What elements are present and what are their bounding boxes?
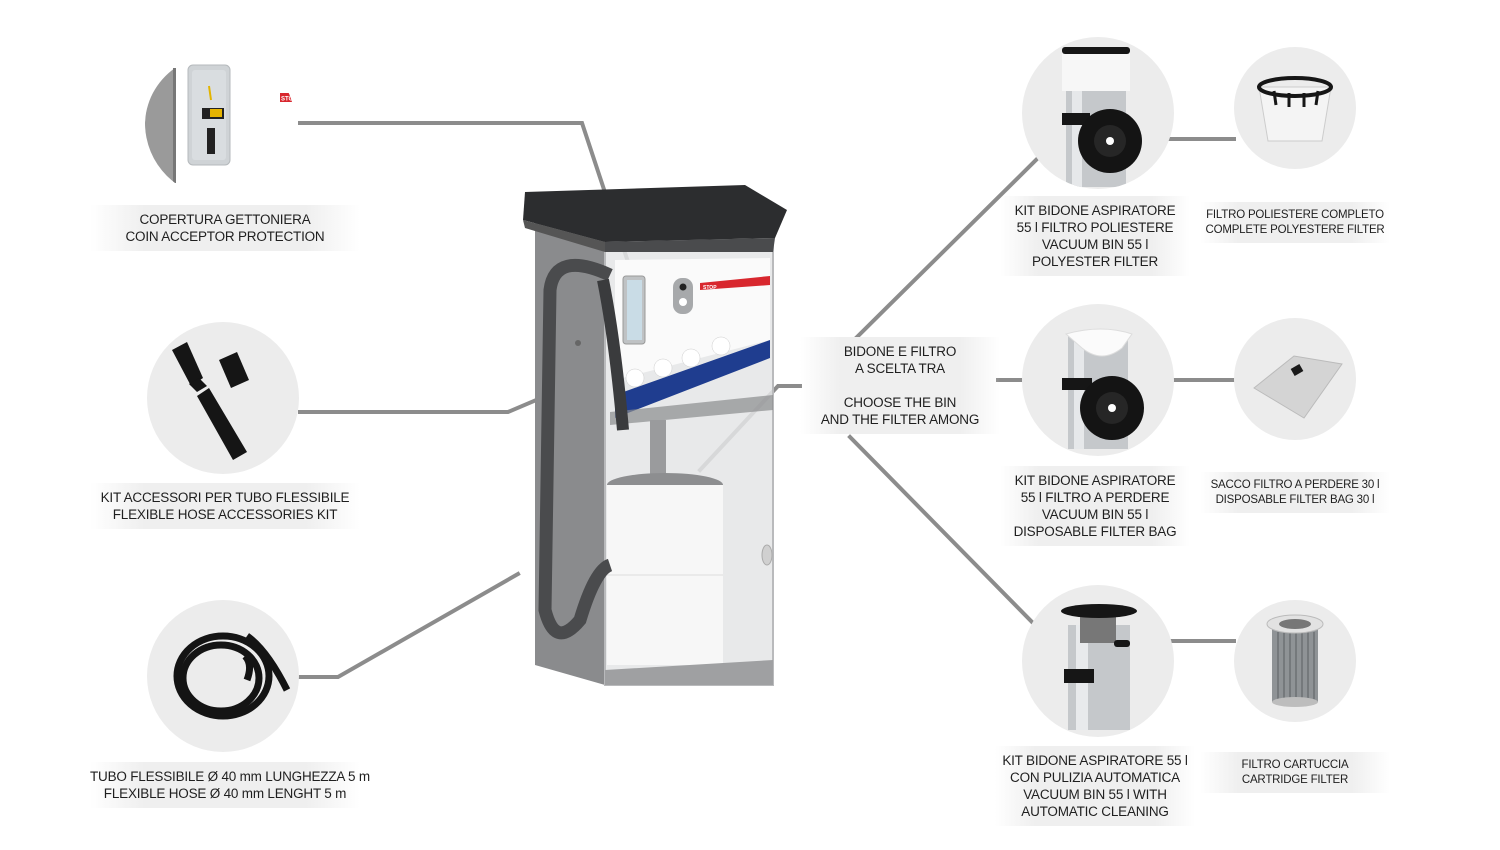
choice-line-en-2: AND THE FILTER AMONG — [820, 412, 980, 427]
choice-label: BIDONE E FILTRO A SCELTA TRA CHOOSE THE … — [800, 337, 1000, 434]
cartridge-filter-icon — [1266, 614, 1324, 707]
disposable-bag-image — [1234, 318, 1356, 440]
vacuum-bin-icon — [1062, 47, 1142, 187]
svg-text:STO: STO — [281, 97, 294, 103]
nozzle-accessories-icon — [172, 342, 249, 460]
disposable-bag-label: SACCO FILTRO A PERDERE 30 l DISPOSABLE F… — [1200, 472, 1390, 513]
label-line-en: COIN ACCEPTOR PROTECTION — [125, 229, 325, 244]
roof — [523, 185, 787, 242]
filter-line: CARTRIDGE FILTER — [1241, 773, 1349, 786]
filter-line: FILTRO CARTUCCIA — [1241, 759, 1349, 771]
coin-acceptor-label: COPERTURA GETTONIERA COIN ACCEPTOR PROTE… — [90, 205, 360, 251]
filter-line: SACCO FILTRO A PERDERE 30 l — [1210, 479, 1380, 491]
filter-line: DISPOSABLE FILTER BAG 30 l — [1215, 493, 1375, 506]
kit-line: 55 l FILTRO POLIESTERE — [1016, 220, 1174, 235]
hose-accessories-label: KIT ACCESSORI PER TUBO FLESSIBILE FLEXIB… — [90, 483, 360, 529]
bin-automatic-label: KIT BIDONE ASPIRATORE 55 l CON PULIZIA A… — [995, 746, 1195, 826]
kit-line: KIT BIDONE ASPIRATORE 55 l — [1002, 753, 1188, 768]
kit-line: DISPOSABLE FILTER BAG — [1013, 524, 1177, 539]
label-line-en: FLEXIBLE HOSE ACCESSORIES KIT — [112, 507, 338, 522]
choice-line-en-1: CHOOSE THE BIN — [843, 395, 957, 410]
hose-accessories-image — [147, 322, 299, 474]
kit-line: 55 l FILTRO A PERDERE — [1020, 490, 1170, 505]
kit-line: POLYESTER FILTER — [1031, 254, 1159, 269]
polyester-filter-icon — [1257, 76, 1333, 142]
polyester-filter-label: FILTRO POLIESTERE COMPLETO COMPLETE POLY… — [1200, 202, 1390, 243]
filter-line: COMPLETE POLYESTERE FILTER — [1205, 223, 1385, 236]
coin-acceptor-icon: STO — [145, 64, 295, 183]
vacuum-bin-auto-icon — [1061, 604, 1137, 730]
kit-line: VACUUM BIN 55 l — [1041, 507, 1149, 522]
start-button-plate — [673, 278, 693, 314]
coin-acceptor-image: STO — [145, 48, 295, 198]
connector-choice-to-bin3 — [847, 434, 1035, 625]
kit-line: VACUUM BIN 55 l WITH — [1023, 787, 1167, 802]
coiled-hose-icon — [173, 632, 291, 720]
nozzle — [597, 278, 629, 431]
connector-flexible-hose — [298, 571, 521, 679]
stop-band — [700, 276, 770, 290]
bin-polyester-image — [1022, 37, 1174, 189]
blue-band — [615, 340, 770, 418]
control-panel — [615, 258, 770, 380]
kit-line: VACUUM BIN 55 l — [1041, 237, 1149, 252]
filter-bag-icon — [1253, 355, 1343, 419]
bin-polyester-label: KIT BIDONE ASPIRATORE 55 l FILTRO POLIES… — [1000, 196, 1190, 276]
kit-line: CON PULIZIA AUTOMATICA — [1010, 770, 1180, 785]
kit-line: AUTOMATIC CLEANING — [1021, 804, 1169, 819]
kit-line: KIT BIDONE ASPIRATORE — [1014, 473, 1176, 488]
bin-disposable-image — [1022, 304, 1174, 456]
cartridge-filter-label: FILTRO CARTUCCIA CARTRIDGE FILTER — [1200, 752, 1390, 793]
bin-disposable-label: KIT BIDONE ASPIRATORE 55 l FILTRO A PERD… — [1000, 466, 1190, 546]
cartridge-filter-image — [1234, 600, 1356, 722]
label-line-en: FLEXIBLE HOSE Ø 40 mm LENGHT 5 m — [103, 786, 347, 801]
label-line-it: TUBO FLESSIBILE Ø 40 mm LUNGHEZZA 5 m — [90, 769, 370, 784]
vacuum-bin-bag-icon — [1062, 328, 1144, 449]
choice-line-it-2: A SCELTA TRA — [855, 361, 945, 376]
label-line-it: KIT ACCESSORI PER TUBO FLESSIBILE — [100, 490, 350, 505]
flexible-hose-label: TUBO FLESSIBILE Ø 40 mm LUNGHEZZA 5 m FL… — [90, 762, 370, 808]
connector-choice-to-bin1 — [854, 155, 1041, 340]
polyester-filter-image — [1234, 47, 1356, 169]
choice-line-it-1: BIDONE E FILTRO — [843, 344, 957, 359]
label-line-it: COPERTURA GETTONIERA — [139, 212, 311, 227]
flexible-hose-image — [147, 600, 299, 752]
kit-line: KIT BIDONE ASPIRATORE — [1014, 203, 1176, 218]
stop-text: STOP — [703, 285, 717, 291]
vacuum-station-illustration: STOP — [523, 185, 787, 686]
filter-line: FILTRO POLIESTERE COMPLETO — [1206, 209, 1384, 221]
hose — [538, 258, 613, 640]
bin-automatic-image — [1022, 585, 1174, 737]
